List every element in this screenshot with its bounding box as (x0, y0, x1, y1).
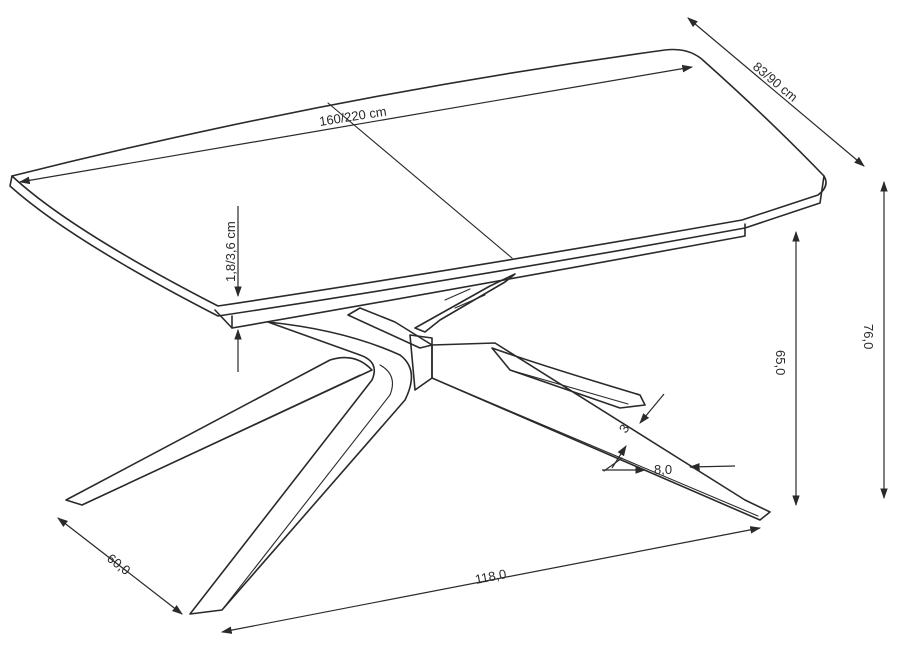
label-top-thickness: 1,8/3,6 cm (223, 221, 238, 282)
dimension-lines (18, 17, 888, 634)
leg-left (65, 356, 373, 506)
table-base (65, 273, 771, 615)
label-top-depth: 83/90 cm (750, 59, 801, 105)
dim-top-depth (687, 17, 865, 167)
dim-base-depth (57, 517, 183, 615)
table-top-surface (11, 48, 827, 307)
apron (214, 223, 746, 329)
label-base-height: 65,0 (773, 350, 788, 375)
dim-leg-width-right (688, 463, 736, 471)
extension-split-line (327, 102, 513, 259)
table-top-edge (9, 175, 825, 317)
leg-right (491, 347, 646, 409)
dim-leg-thickness-top (639, 393, 665, 424)
leg-front-left (189, 321, 413, 615)
label-base-depth: 60,0 (104, 551, 133, 578)
dim-base-length (220, 526, 762, 634)
label-leg-width: 8,0 (654, 462, 672, 477)
dim-leg-thickness-bottom (611, 445, 627, 469)
table-top (9, 48, 827, 329)
dim-top-length (18, 64, 694, 185)
leg-back-left (347, 307, 433, 349)
leg-back-right (414, 273, 516, 333)
label-total-height: 76,0 (861, 324, 876, 349)
leg-front-right (431, 342, 771, 521)
label-base-length: 118,0 (474, 566, 508, 587)
